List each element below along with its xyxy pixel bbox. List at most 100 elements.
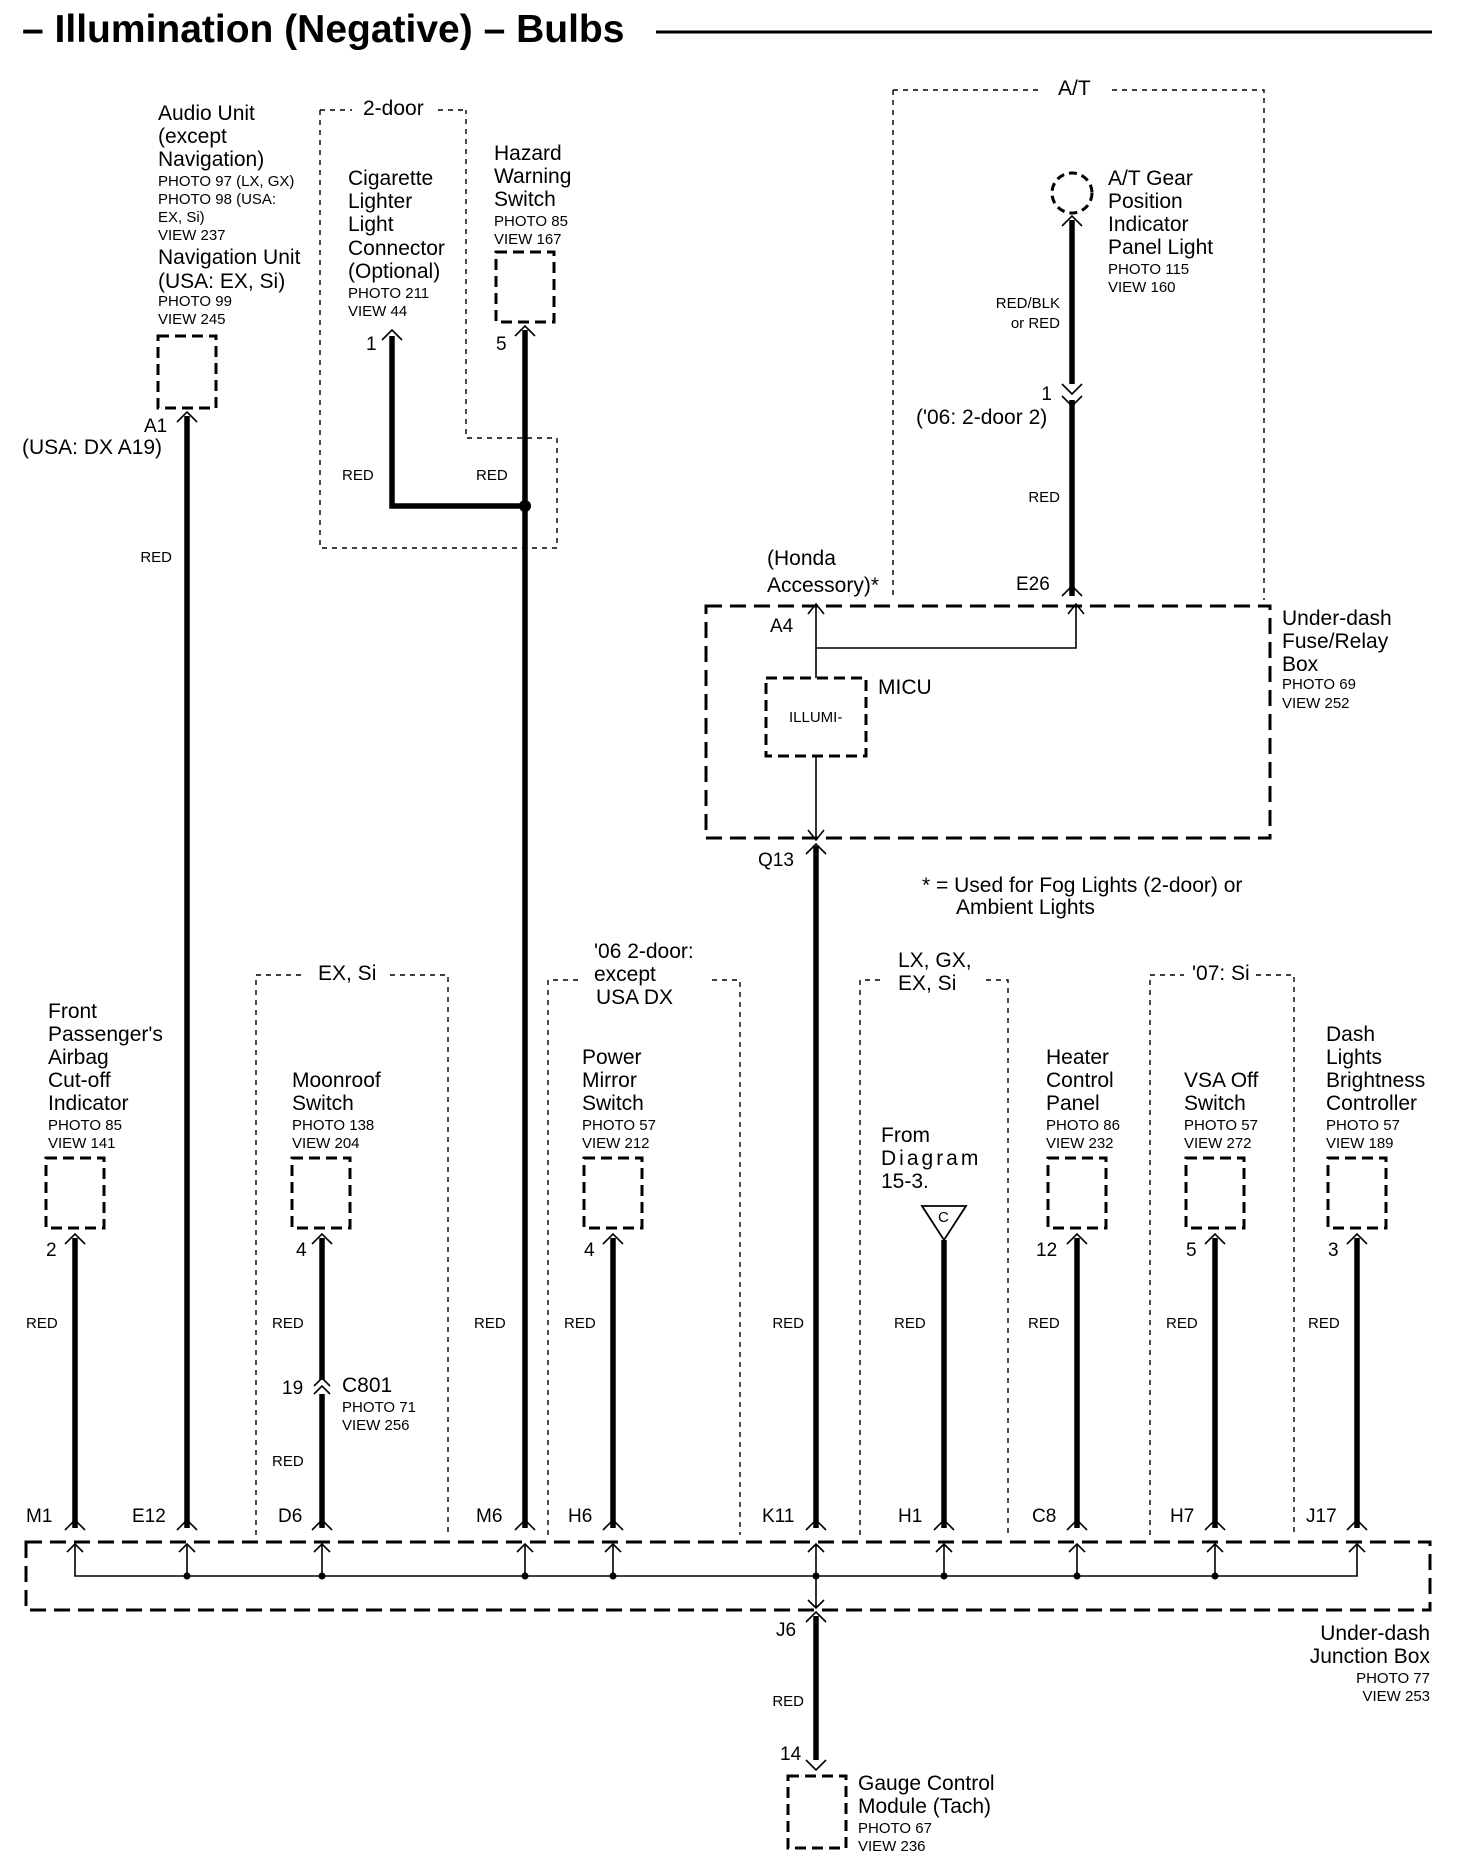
group-07si-box xyxy=(1149,974,1295,1535)
mirror-line1: Power xyxy=(582,1046,642,1069)
group-lx-box xyxy=(859,979,1009,1535)
group-2door-label: 2-door xyxy=(363,97,424,120)
at-gear-line1: A/T Gear xyxy=(1108,167,1193,190)
airbag-line3: Airbag xyxy=(48,1046,109,1069)
gauge-line1: Gauge Control xyxy=(858,1772,995,1795)
nav-view: VIEW 245 xyxy=(158,311,226,328)
pin-e26: E26 xyxy=(1016,574,1050,595)
group-06door-line2: except xyxy=(594,963,656,986)
jb-internal-bus xyxy=(74,1544,1358,1577)
jb-terminal-k11: K11 xyxy=(762,1506,794,1527)
wire-label-h1: RED xyxy=(894,1315,926,1332)
mirror-line3: Switch xyxy=(582,1092,644,1115)
honda-accessory-line1: (Honda xyxy=(767,547,836,570)
nav-photo: PHOTO 99 xyxy=(158,293,232,310)
pin-a1-usa-dx: (USA: DX A19) xyxy=(22,436,162,459)
audio-unit-connector xyxy=(156,334,218,410)
group-06door-line1: '06 2-door: xyxy=(594,940,694,963)
dash-line1: Dash xyxy=(1326,1023,1375,1046)
at-gear-photo: PHOTO 115 xyxy=(1108,261,1189,278)
jb-terminal-h6: H6 xyxy=(568,1506,592,1527)
c801-label: C801 xyxy=(342,1374,392,1397)
airbag-photo: PHOTO 85 xyxy=(48,1117,122,1134)
dash-line4: Controller xyxy=(1326,1092,1417,1115)
wire-label-k11: RED xyxy=(772,1315,804,1332)
illumi-label: ILLUMI- xyxy=(789,709,842,726)
cig-line4: Connector xyxy=(348,237,445,260)
fuse-box-line1: Under-dash xyxy=(1282,607,1392,630)
at-gear-view: VIEW 160 xyxy=(1108,279,1176,296)
heater-line3: Panel xyxy=(1046,1092,1100,1115)
audio-photo98: PHOTO 98 (USA: xyxy=(158,191,276,208)
heater-photo: PHOTO 86 xyxy=(1046,1117,1120,1134)
wire-label-moonroof-upper: RED xyxy=(272,1315,304,1332)
dash-controller-connector xyxy=(1326,1156,1388,1230)
pin-at-gear-alt: ('06: 2-door 2) xyxy=(916,406,1047,429)
fuse-box-photo: PHOTO 69 xyxy=(1282,676,1356,693)
jb-terminal-h7: H7 xyxy=(1170,1506,1194,1527)
gauge-line2: Module (Tach) xyxy=(858,1795,991,1818)
jb-terminal-c8: C8 xyxy=(1032,1506,1056,1527)
from-diagram-triangle-icon xyxy=(920,1205,968,1242)
cig-line1: Cigarette xyxy=(348,167,433,190)
group-at-label: A/T xyxy=(1058,77,1091,100)
c801-connector-icon xyxy=(313,1376,331,1387)
airbag-line5: Indicator xyxy=(48,1092,129,1115)
jb-photo: PHOTO 77 xyxy=(1356,1670,1430,1687)
audio-unit-line3: Navigation) xyxy=(158,148,264,171)
audio-photo98-cont: EX, Si) xyxy=(158,209,205,226)
fuse-box-line2: Fuse/Relay xyxy=(1282,630,1389,653)
pin-airbag: 2 xyxy=(46,1240,57,1261)
at-gear-bulb-icon xyxy=(1050,171,1094,215)
wire-label-mirror: RED xyxy=(564,1315,596,1332)
airbag-line2: Passenger's xyxy=(48,1023,163,1046)
hazard-line3: Switch xyxy=(494,188,556,211)
airbag-view: VIEW 141 xyxy=(48,1135,116,1152)
pin-a1: A1 xyxy=(144,416,167,437)
audio-photo97: PHOTO 97 (LX, GX) xyxy=(158,173,294,190)
hazard-line2: Warning xyxy=(494,165,571,188)
dash-view: VIEW 189 xyxy=(1326,1135,1394,1152)
micu-internal-wire-top xyxy=(815,604,1077,678)
group-exsi-label: EX, Si xyxy=(318,962,376,985)
underdash-junction-box xyxy=(24,1540,1432,1612)
group-lx-line2: EX, Si xyxy=(898,972,956,995)
mirror-line2: Mirror xyxy=(582,1069,637,1092)
group-at-box xyxy=(892,89,1265,600)
hazard-line1: Hazard xyxy=(494,142,562,165)
pin-heater: 12 xyxy=(1036,1240,1057,1261)
jb-view: VIEW 253 xyxy=(1362,1688,1430,1705)
vsa-line1: VSA Off xyxy=(1184,1069,1258,1092)
pin-gauge: 14 xyxy=(780,1744,802,1765)
wire-label-orred: or RED xyxy=(1011,315,1060,332)
audio-unit-line2: (except xyxy=(158,125,227,148)
gauge-photo: PHOTO 67 xyxy=(858,1820,932,1837)
c801-view: VIEW 256 xyxy=(342,1417,410,1434)
fuse-box-line3: Box xyxy=(1282,653,1319,676)
vsa-line2: Switch xyxy=(1184,1092,1246,1115)
vsa-switch-connector xyxy=(1184,1156,1246,1230)
wire-label-m6: RED xyxy=(474,1315,506,1332)
cig-view: VIEW 44 xyxy=(348,303,407,320)
nav-unit-line2: (USA: EX, Si) xyxy=(158,270,285,293)
hazard-photo: PHOTO 85 xyxy=(494,213,568,230)
micu-illumi-block xyxy=(764,676,868,758)
heater-view: VIEW 232 xyxy=(1046,1135,1114,1152)
wire-label-dash: RED xyxy=(1308,1315,1340,1332)
from-diagram-line2: Diagram xyxy=(881,1147,981,1170)
moonroof-line2: Switch xyxy=(292,1092,354,1115)
cig-line5: (Optional) xyxy=(348,260,440,283)
moonroof-line1: Moonroof xyxy=(292,1069,381,1092)
moonroof-switch-connector xyxy=(290,1156,352,1230)
micu-label: MICU xyxy=(878,676,932,699)
pin-dash: 3 xyxy=(1328,1240,1339,1261)
gauge-control-module-connector xyxy=(786,1774,848,1850)
hazard-view: VIEW 167 xyxy=(494,231,562,248)
group-07si-label: '07: Si xyxy=(1192,962,1250,985)
underdash-fuse-relay-box xyxy=(704,604,1272,840)
wire-label-redblk: RED/BLK xyxy=(996,295,1060,312)
airbag-line1: Front xyxy=(48,1000,97,1023)
at-gear-line3: Indicator xyxy=(1108,213,1189,236)
pin-a4: A4 xyxy=(770,616,794,637)
